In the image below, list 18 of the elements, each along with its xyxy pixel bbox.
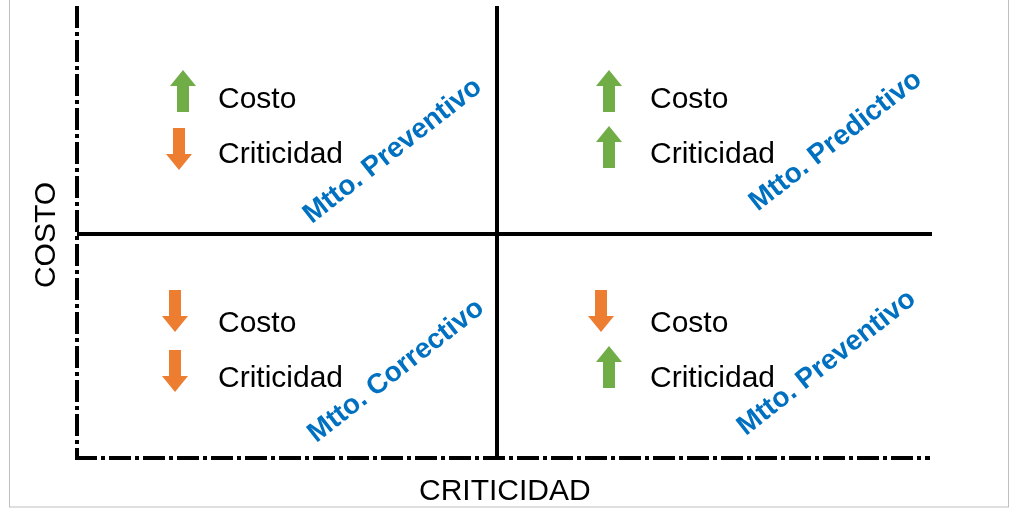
- quadrant-label: Costo: [218, 307, 297, 337]
- quadrant-label: Criticidad: [650, 138, 776, 168]
- down-arrow-icon: [162, 350, 188, 392]
- up-arrow-icon: [596, 70, 622, 112]
- quadrant-label: Criticidad: [218, 138, 344, 168]
- axis-title: CRITICIDAD: [419, 475, 591, 505]
- up-arrow-icon: [596, 126, 622, 168]
- down-arrow-icon: [162, 290, 188, 332]
- quadrant-label: Costo: [650, 83, 729, 113]
- up-arrow-icon: [596, 346, 622, 388]
- quadrant-label: Costo: [650, 307, 729, 337]
- quadrant-label: Criticidad: [218, 362, 344, 392]
- quadrant-label: Criticidad: [650, 362, 776, 392]
- quadrant-label: Costo: [218, 83, 297, 113]
- down-arrow-icon: [588, 290, 614, 332]
- axis-title: COSTO: [30, 181, 61, 289]
- up-arrow-icon: [170, 70, 196, 112]
- down-arrow-icon: [166, 128, 192, 170]
